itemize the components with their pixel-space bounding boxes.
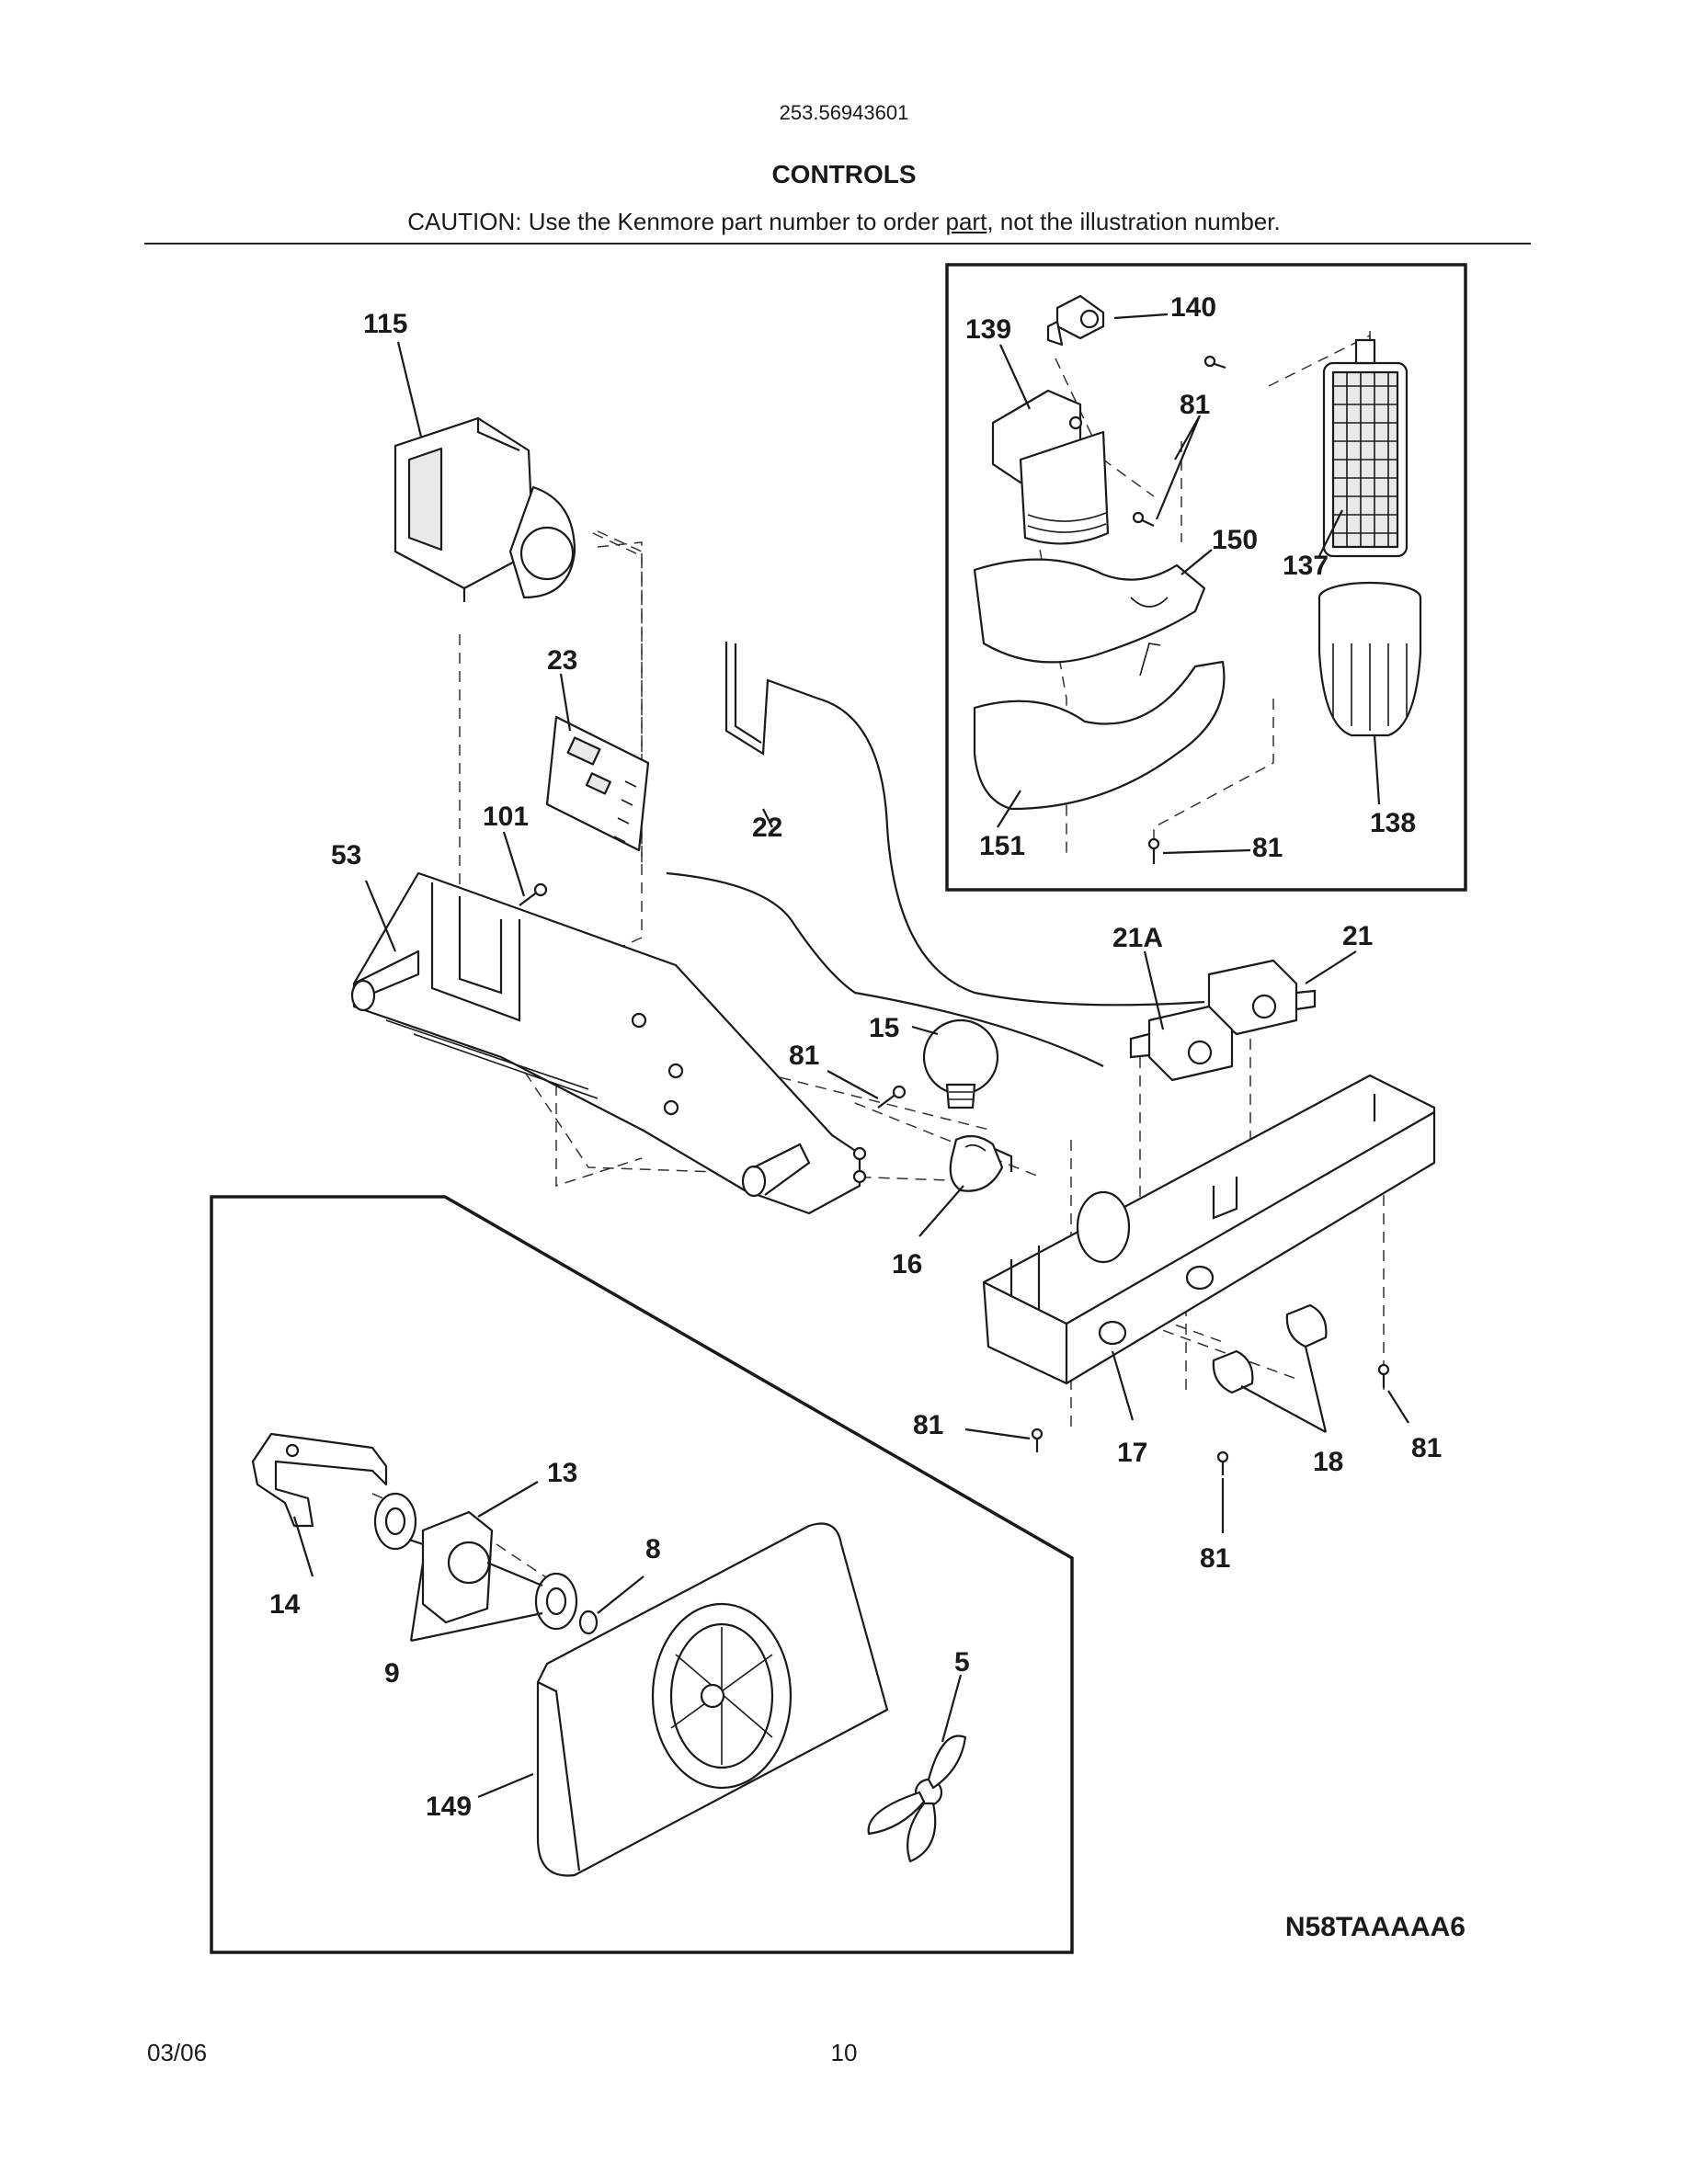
callout-23: 23 [547, 645, 577, 676]
screw-part-81-housing-center [1216, 1450, 1229, 1475]
header-rule [144, 243, 1531, 245]
knob-part-18 [1212, 1303, 1328, 1394]
screw-part-101 [519, 882, 548, 906]
callout-18: 18 [1313, 1447, 1343, 1477]
callout-150: 150 [1212, 525, 1258, 555]
callout-21: 21 [1342, 921, 1373, 951]
filter-cover-lower-part-151 [973, 643, 1226, 811]
callout-15: 15 [869, 1013, 899, 1043]
washer-part-8 [578, 1610, 599, 1635]
control-board-part-23 [545, 715, 650, 852]
filter-cartridge-part-137 [1322, 338, 1409, 558]
motor-grommet-part-9 [373, 1492, 578, 1631]
caution-underlined-word: part [945, 208, 987, 235]
light-bulb-part-15 [922, 1018, 999, 1109]
callout-81-filter: 81 [1180, 390, 1210, 420]
fan-blade-part-5 [867, 1735, 967, 1863]
callout-17: 17 [1117, 1438, 1147, 1468]
fan-assembly-inset-frame [210, 1195, 1074, 1954]
callout-leader-lines [292, 313, 1409, 1799]
model-number: 253.56943601 [779, 101, 909, 124]
callout-81-housing-center: 81 [1200, 1543, 1230, 1574]
callout-9: 9 [384, 1658, 400, 1689]
filter-cover-upper-part-150 [973, 558, 1206, 664]
fan-shroud-part-149 [536, 1522, 889, 1877]
motor-bracket-part-14 [251, 1432, 388, 1528]
drawing-code: N58TAAAAA6 [1284, 1912, 1466, 1942]
callout-8: 8 [645, 1534, 661, 1564]
filter-head-part-139 [991, 389, 1110, 545]
water-filter-inset-frame [945, 263, 1467, 892]
callout-151: 151 [979, 831, 1025, 861]
control-bracket-part-53 [350, 871, 867, 1215]
callout-138: 138 [1370, 808, 1416, 838]
screw-part-81-housing-right [1377, 1363, 1390, 1388]
callout-21A: 21A [1112, 923, 1163, 953]
screw-part-81-filter-pair [1132, 355, 1226, 527]
callout-101: 101 [483, 802, 529, 832]
screw-part-81-filter-bottom [1147, 837, 1160, 864]
switch-part-21A [1129, 1005, 1234, 1082]
callout-22: 22 [752, 813, 782, 843]
page-number: 10 [830, 2039, 858, 2066]
filter-bowl-part-138 [1317, 581, 1422, 737]
screw-part-81-housing-left [1031, 1428, 1044, 1452]
callout-140: 140 [1170, 292, 1216, 323]
callout-5: 5 [954, 1647, 970, 1678]
callout-81-filter-bottom: 81 [1252, 833, 1283, 863]
callout-115: 115 [363, 309, 407, 339]
callout-53: 53 [331, 840, 361, 870]
callout-81-bracket: 81 [789, 1041, 819, 1071]
callout-81-housing-right: 81 [1411, 1433, 1442, 1463]
tube-part-22 [666, 642, 1205, 1067]
callout-81-housing-left: 81 [913, 1410, 943, 1440]
caution-note: CAUTION: Use the Kenmore part number to … [0, 208, 1688, 236]
caution-text-start: CAUTION: Use the Kenmore part number to … [407, 208, 946, 235]
callout-137: 137 [1283, 551, 1329, 581]
switch-part-21 [1207, 959, 1317, 1036]
fan-motor-part-13 [408, 1510, 543, 1624]
elbow-fitting-part-140 [1046, 294, 1105, 347]
callout-139: 139 [965, 314, 1011, 345]
callout-labels: 115 139 140 81 150 137 138 151 81 23 22 … [269, 292, 1442, 1822]
callout-14: 14 [269, 1589, 301, 1620]
callout-13: 13 [547, 1458, 577, 1488]
callout-149: 149 [426, 1792, 472, 1822]
screw-part-81-bracket [877, 1085, 907, 1109]
control-housing-part-115 [393, 416, 576, 602]
revision-date: 03/06 [147, 2039, 208, 2066]
section-title: CONTROLS [771, 160, 917, 188]
lamp-socket-part-16 [949, 1134, 1013, 1192]
caution-text-end: , not the illustration number. [987, 208, 1281, 235]
callout-16: 16 [892, 1249, 922, 1280]
control-housing-part-17 [982, 1074, 1436, 1385]
